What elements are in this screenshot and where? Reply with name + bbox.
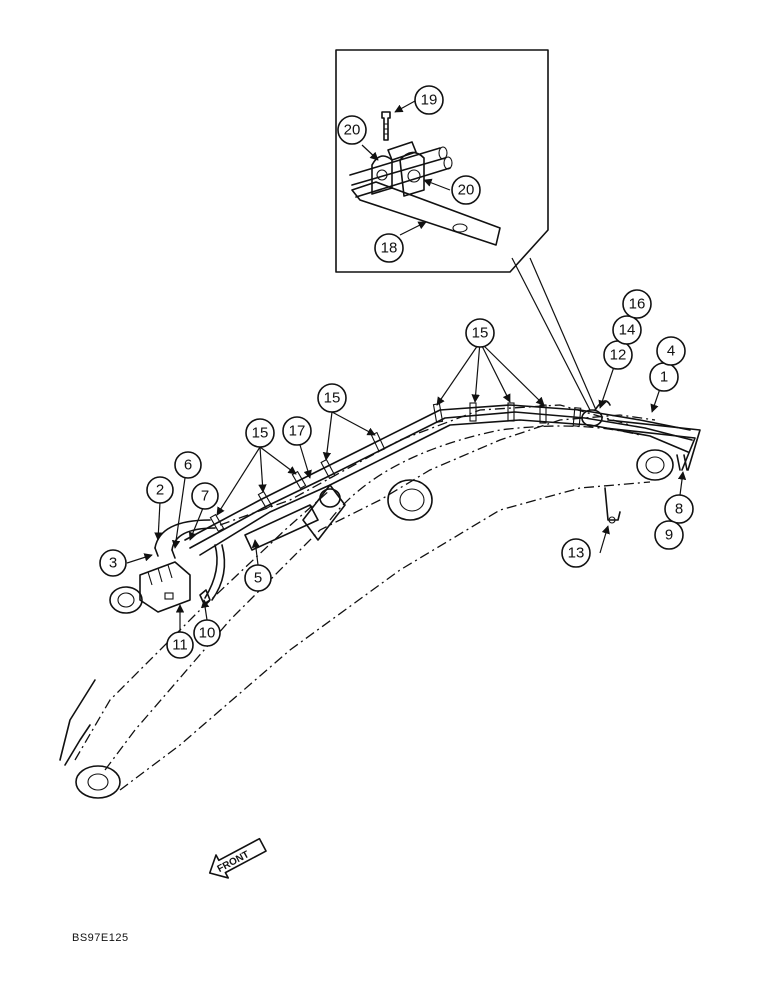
callout-15-b: 15: [317, 383, 347, 413]
leader-lines: [126, 100, 687, 632]
callout-7: 7: [191, 482, 219, 510]
callout-11-label: 11: [172, 637, 188, 654]
callout-6: 6: [174, 451, 202, 479]
callout-20-a: 20: [337, 115, 367, 145]
callout-5: 5: [244, 564, 272, 592]
callout-20-a-label: 20: [344, 122, 361, 139]
callout-2: 2: [146, 476, 174, 504]
callout-17-label: 17: [289, 423, 306, 440]
callout-1: 1: [649, 362, 679, 392]
callout-17: 17: [282, 416, 312, 446]
boom-outline: [59, 404, 674, 799]
callout-9: 9: [654, 520, 684, 550]
callout-10-label: 10: [199, 625, 216, 642]
hydraulic-lines: [109, 400, 701, 614]
callout-16: 16: [622, 289, 652, 319]
callout-1-label: 1: [660, 369, 668, 386]
front-direction-arrow: FRONT: [208, 837, 267, 879]
callouts: 1 2 3 4 5 6 7 8 9 10 11 12 13 14 15 15 1…: [99, 85, 694, 659]
callout-10: 10: [193, 619, 221, 647]
callout-13: 13: [561, 538, 591, 568]
callout-2-label: 2: [156, 482, 164, 499]
callout-3-label: 3: [109, 555, 117, 572]
callout-18-label: 18: [381, 240, 398, 257]
callout-5-label: 5: [254, 570, 262, 587]
callout-8: 8: [664, 494, 694, 524]
callout-15-b-label: 15: [324, 390, 341, 407]
figure-code: BS97E125: [72, 932, 129, 944]
callout-14: 14: [612, 315, 642, 345]
callout-12: 12: [603, 340, 633, 370]
callout-13-label: 13: [568, 545, 585, 562]
callout-19-label: 19: [421, 92, 438, 109]
inset-detail: [335, 49, 549, 273]
callout-15-a-label: 15: [472, 325, 489, 342]
callout-11: 11: [166, 631, 194, 659]
callout-16-label: 16: [629, 296, 646, 313]
callout-20-b-label: 20: [458, 182, 475, 199]
callout-18: 18: [374, 233, 404, 263]
callout-15-a: 15: [465, 318, 495, 348]
callout-19: 19: [414, 85, 444, 115]
callout-8-label: 8: [675, 501, 683, 518]
callout-4-label: 4: [667, 343, 675, 360]
callout-15-c-label: 15: [252, 425, 269, 442]
callout-14-label: 14: [619, 322, 636, 339]
callout-6-label: 6: [184, 457, 192, 474]
callout-4: 4: [656, 336, 686, 366]
callout-15-c: 15: [245, 418, 275, 448]
callout-3: 3: [99, 549, 127, 577]
callout-12-label: 12: [610, 347, 627, 364]
callout-7-label: 7: [201, 488, 209, 505]
callout-9-label: 9: [665, 527, 673, 544]
callout-20-b: 20: [451, 175, 481, 205]
